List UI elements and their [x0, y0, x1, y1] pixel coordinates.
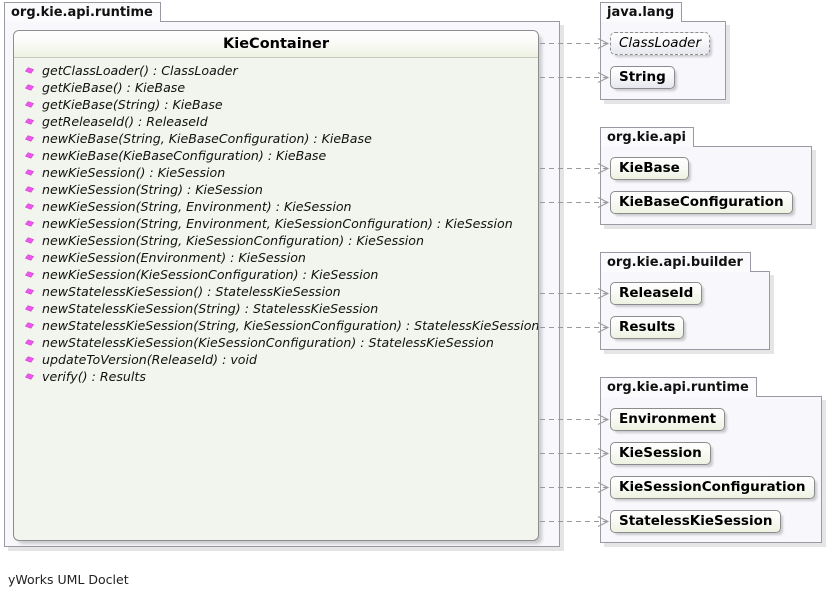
class-member-label: getKieBase() : KieBase [42, 80, 186, 95]
class-member-label: newKieSession(Environment) : KieSession [42, 250, 306, 265]
method-icon [25, 322, 34, 329]
class-member-label: getReleaseId() : ReleaseId [42, 114, 208, 129]
method-icon [25, 152, 34, 159]
class-member-row: newKieBase(String, KieBaseConfiguration)… [14, 130, 538, 147]
class-kiebase[interactable]: KieBase [610, 157, 689, 180]
method-icon [25, 84, 34, 91]
method-icon [25, 203, 34, 210]
class-kiecontainer[interactable]: KieContainer getClassLoader() : ClassLoa… [13, 30, 539, 541]
class-kiebaseconfiguration-label: KieBaseConfiguration [619, 194, 784, 210]
class-member-row: newStatelessKieSession(KieSessionConfigu… [14, 334, 538, 351]
class-member-row: newKieSession(String) : KieSession [14, 181, 538, 198]
class-environment-label: Environment [619, 411, 717, 427]
class-member-row: getKieBase() : KieBase [14, 79, 538, 96]
class-member-row: newStatelessKieSession() : StatelessKieS… [14, 283, 538, 300]
package-org-kie-api-runtime-right-name: org.kie.api.runtime [607, 380, 749, 395]
class-string-label: String [619, 69, 666, 85]
class-member-row: getClassLoader() : ClassLoader [14, 62, 538, 79]
class-member-row: getReleaseId() : ReleaseId [14, 113, 538, 130]
class-results[interactable]: Results [610, 316, 685, 339]
method-icon [25, 271, 34, 278]
method-icon [25, 169, 34, 176]
method-icon [25, 101, 34, 108]
class-member-row: newKieSession(Environment) : KieSession [14, 249, 538, 266]
class-member-label: newKieSession(String, KieSessionConfigur… [42, 233, 424, 248]
class-member-label: newStatelessKieSession(String) : Statele… [42, 301, 379, 316]
package-org-kie-api-tab: org.kie.api [600, 127, 694, 147]
class-releaseid-label: ReleaseId [619, 285, 694, 301]
class-environment[interactable]: Environment [610, 408, 726, 431]
class-member-row: newKieSession() : KieSession [14, 164, 538, 181]
method-icon [25, 135, 34, 142]
class-results-label: Results [619, 319, 676, 335]
class-member-row: verify() : Results [14, 368, 538, 385]
class-member-row: newStatelessKieSession(String) : Statele… [14, 300, 538, 317]
class-member-row: getKieBase(String) : KieBase [14, 96, 538, 113]
method-icon [25, 118, 34, 125]
class-member-label: getKieBase(String) : KieBase [42, 97, 223, 112]
class-string[interactable]: String [610, 66, 675, 89]
footer-credit: yWorks UML Doclet [8, 572, 129, 587]
class-member-label: newStatelessKieSession() : StatelessKieS… [42, 284, 341, 299]
class-kiesessionconfiguration-label: KieSessionConfiguration [619, 479, 806, 495]
class-member-label: updateToVersion(ReleaseId) : void [42, 352, 257, 367]
package-main-tab: org.kie.api.runtime [4, 2, 161, 22]
class-statelesskiesession[interactable]: StatelessKieSession [610, 510, 782, 533]
method-icon [25, 237, 34, 244]
class-member-label: newKieSession() : KieSession [42, 165, 226, 180]
class-member-label: newKieSession(String, Environment, KieSe… [42, 216, 513, 231]
package-org-kie-api-builder-tab: org.kie.api.builder [600, 252, 751, 272]
package-java-lang-name: java.lang [607, 5, 675, 20]
class-member-label: newKieBase(KieBaseConfiguration) : KieBa… [42, 148, 327, 163]
class-kiecontainer-title: KieContainer [14, 31, 538, 58]
class-kiesession-label: KieSession [619, 445, 702, 461]
class-member-label: newStatelessKieSession(KieSessionConfigu… [42, 335, 494, 350]
class-kiebase-label: KieBase [619, 160, 680, 176]
class-classloader[interactable]: ClassLoader [610, 32, 710, 55]
method-icon [25, 339, 34, 346]
class-member-row: updateToVersion(ReleaseId) : void [14, 351, 538, 368]
class-member-row: newStatelessKieSession(String, KieSessio… [14, 317, 538, 334]
class-member-label: newKieBase(String, KieBaseConfiguration)… [42, 131, 372, 146]
method-icon [25, 288, 34, 295]
class-member-row: newKieSession(String, Environment, KieSe… [14, 215, 538, 232]
package-org-kie-api-runtime-right-tab: org.kie.api.runtime [600, 377, 757, 397]
package-main-name: org.kie.api.runtime [11, 5, 153, 20]
class-member-row: newKieSession(String, KieSessionConfigur… [14, 232, 538, 249]
class-member-label: newKieSession(KieSessionConfiguration) :… [42, 267, 379, 282]
class-kiecontainer-members: getClassLoader() : ClassLoader getKieBase… [14, 58, 538, 385]
method-icon [25, 67, 34, 74]
class-releaseid[interactable]: ReleaseId [610, 282, 703, 305]
class-classloader-label: ClassLoader [619, 35, 701, 51]
method-icon [25, 220, 34, 227]
method-icon [25, 186, 34, 193]
class-member-label: newKieSession(String, Environment) : Kie… [42, 199, 352, 214]
method-icon [25, 356, 34, 363]
method-icon [25, 305, 34, 312]
class-member-label: newStatelessKieSession(String, KieSessio… [42, 318, 539, 333]
package-java-lang-tab: java.lang [600, 2, 683, 22]
class-kiebaseconfiguration[interactable]: KieBaseConfiguration [610, 191, 793, 214]
class-statelesskiesession-label: StatelessKieSession [619, 513, 773, 529]
package-org-kie-api-name: org.kie.api [607, 130, 686, 145]
class-member-row: newKieSession(KieSessionConfiguration) :… [14, 266, 538, 283]
package-org-kie-api-builder-name: org.kie.api.builder [607, 255, 743, 270]
method-icon [25, 254, 34, 261]
class-member-label: verify() : Results [42, 369, 146, 384]
class-member-label: getClassLoader() : ClassLoader [42, 63, 238, 78]
class-member-label: newKieSession(String) : KieSession [42, 182, 263, 197]
method-icon [25, 373, 34, 380]
class-member-row: newKieSession(String, Environment) : Kie… [14, 198, 538, 215]
class-member-row: newKieBase(KieBaseConfiguration) : KieBa… [14, 147, 538, 164]
class-kiesession[interactable]: KieSession [610, 442, 711, 465]
class-kiesessionconfiguration[interactable]: KieSessionConfiguration [610, 476, 815, 499]
